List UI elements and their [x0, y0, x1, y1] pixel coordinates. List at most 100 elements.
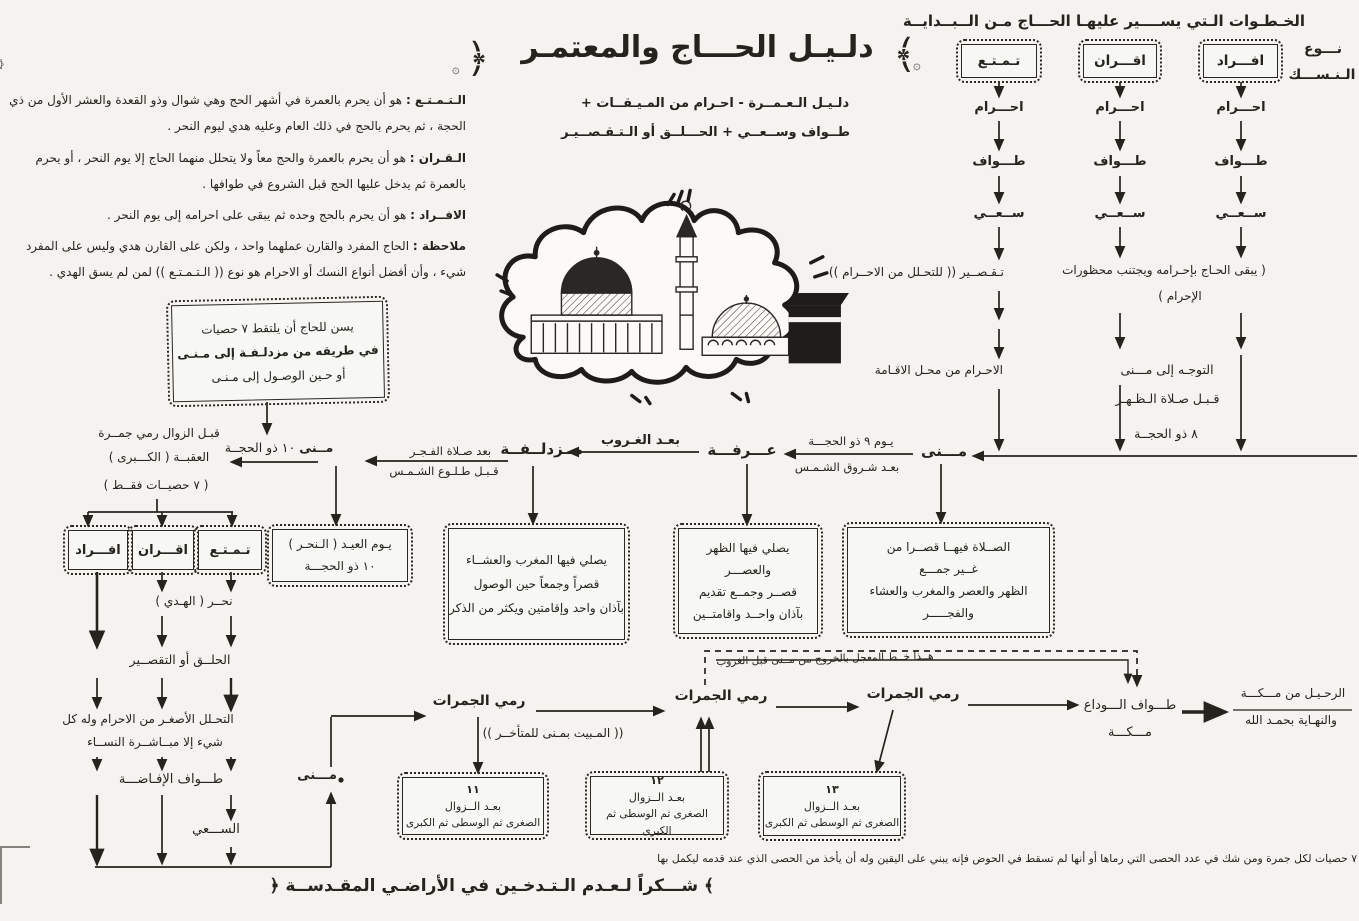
- step-qiran-ihram: احـــرام: [1095, 100, 1145, 115]
- step-tamattu-tawaf: طـــواف: [972, 154, 1026, 169]
- stay-in-ihram-line2: الإحرام ): [1158, 289, 1202, 303]
- muzdalifah-box-line2: قصراً وجمعاً حين الوصول: [473, 577, 600, 591]
- step-tamattu-ihram: احـــرام: [974, 100, 1024, 115]
- title-flower-left: ۞: [452, 62, 460, 77]
- date-8-dhulhijjah-label: ٨ ذو الحجــة: [1134, 426, 1198, 441]
- page-title: دلـيـل الحـــاج والمعتمـر: [521, 30, 874, 65]
- note-paragraph: ملاحظة : الحاج المفرد والقارن عملهما واح…: [4, 234, 466, 286]
- edge-ornament: ۞: [0, 46, 4, 74]
- wire-express-dashed: [704, 650, 1143, 688]
- title-ornament-right: ﴾: [893, 32, 917, 78]
- jamarat-day11-box: ١١ بعـد الــزوال الصغرى ثم الوسطى ثم الك…: [397, 772, 549, 840]
- jamarat-day12-box: ١٢ بعـد الــزوال الصغرى ثم الوسطى ثم الك…: [585, 771, 729, 840]
- umrah-guide-line2: طــواف وســعــي + الحـــلــق أو الـتـقـص…: [561, 125, 850, 140]
- mina-box-line1: الصــلاة فيهــا قصــرا من: [886, 539, 1011, 554]
- after-fajr-label: بعد صـلاة الفـجـر: [409, 444, 492, 458]
- scan-corner-artifact: [0, 846, 30, 904]
- wire-express-solid: [716, 659, 1133, 685]
- steps-panel-title: الخـطـوات الـتي يســــير عليهـا الحـــاج…: [902, 12, 1305, 30]
- definition-qiran-term: الـقـران :: [409, 151, 466, 165]
- type-box2-tamattu-label: تـمـتـع: [209, 542, 251, 558]
- prophets-mosque-dome: [701, 294, 790, 357]
- eid-day-box: يـوم العيـد ( الـنحـر ) ١٠ ذو الحجـــة: [267, 524, 413, 587]
- step-ifrad-tawaf: طـــواف: [1214, 154, 1268, 169]
- mina-box-line4: والفجـــــر: [923, 606, 974, 621]
- step-tamattu-say: ســعــي: [973, 206, 1025, 221]
- before-sunrise-label: قـبـل طـلـوع الشـمـس: [389, 464, 499, 478]
- mina-day10-name: مــنى: [299, 440, 334, 455]
- arafah-node: عـــرفـــة: [707, 441, 777, 459]
- type-box2-ifrad-label: افـــراد: [75, 542, 121, 558]
- arafah-box-line2: والعصـــر: [724, 562, 772, 577]
- muzdalifah-prayer-box: يصلي فيها المغرب والعشــاء قصراً وجمعاً …: [443, 523, 630, 645]
- definition-qiran-text: هو أن يحرم بالعمرة والحج معاً ولا يتحلل …: [35, 151, 466, 191]
- type-box-tamattu: تـمـتـع: [956, 39, 1042, 83]
- tamattu-cut-label: تـقـصــير (( للتحـلل من الاحــرام )): [828, 265, 1004, 279]
- note-text: الحاج المفرد والقارن عملهما واحد ، ولكن …: [25, 239, 466, 279]
- day13-num: ١٣: [825, 782, 839, 796]
- arafah-prayer-box: يصلي فيها الظهر والعصـــر قصــر وجمــع ت…: [673, 523, 823, 639]
- arafah-box-line3: قصــر وجمــع تقديم: [698, 585, 798, 599]
- step-ifrad-ihram: احـــرام: [1216, 100, 1266, 115]
- mina-prayer-box: الصــلاة فيهــا قصــرا من غــير جمـــع ا…: [842, 522, 1055, 638]
- day9-label: يـوم ٩ ذو الحجـــة: [808, 434, 894, 448]
- pebbles-line2: في طريقه من مزدلـفـة إلى مـنـى: [177, 342, 379, 361]
- aqaba-label-1: قبـل الزوال رمي جمــرة: [98, 426, 220, 440]
- type-box-qiran-label: اقـــران: [1094, 53, 1146, 69]
- type-box-qiran: اقـــران: [1078, 39, 1162, 83]
- after-sunrise-label: بعـد شـروق الشـمـس: [794, 460, 900, 474]
- arafah-box-line1: يصلي فيها الظهر: [706, 540, 790, 555]
- definition-ifrad-text: هو أن يحرم بالحج وحده ثم يبقى على احرامه…: [107, 208, 407, 222]
- day11-line1: بعـد الــزوال: [444, 799, 502, 813]
- say-label: الســـعي: [192, 822, 240, 837]
- definition-qiran: الـقـران : هو أن يحرم بالعمرة والحج معاً…: [4, 146, 466, 198]
- type-box2-tamattu: تـمـتـع: [193, 525, 267, 575]
- title-flower-right: ۞: [913, 58, 921, 73]
- nusuk-type-label-1: نـــوع: [1304, 41, 1342, 57]
- muzdalifah-box-line3: بآذان واحد وإقامتين ويكثر من الذكر: [449, 601, 624, 615]
- muzdalifah-node: مــزدلــفــة: [500, 440, 583, 458]
- definition-tamattu: الـتـمـتـع : هو أن يحرم بالعمرة في أشهر …: [4, 88, 466, 140]
- kaaba: [788, 292, 849, 364]
- eid-box-line1: يـوم العيـد ( الـنحـر ): [288, 536, 392, 551]
- dome-of-rock: [530, 246, 663, 355]
- umrah-guide-line1: دلـيـل الـعـمــرة - احـرام من المـيـقــا…: [580, 96, 850, 111]
- go-to-mina-label: التوجـه إلى مـــنى: [1120, 362, 1214, 377]
- title-ornament-left: ﴿: [466, 36, 490, 82]
- step-qiran-say: ســعــي: [1094, 206, 1146, 221]
- type-box2-qiran: اقـــران: [127, 525, 199, 575]
- departure-line1: الرحـيـل من مـــكـــة: [1240, 686, 1346, 700]
- definition-tamattu-term: الـتـمـتـع :: [405, 93, 466, 107]
- arafah-box-line4: بآذان واحــد واقامتــين: [692, 607, 804, 622]
- type-box-ifrad-label: افـــراد: [1216, 53, 1265, 69]
- wire-jamarat3-day13: [874, 709, 894, 774]
- note-term: ملاحظة :: [412, 239, 466, 253]
- overnight-mina-label: (( المـبيت بمـنى للمتأخــر )): [482, 726, 624, 740]
- eid-box-line2: ١٠ ذو الحجـــة: [304, 558, 376, 573]
- jamarat-day13-box: ١٣ بعـد الــزوال الصغرى ثم الوسطى ثم الك…: [758, 771, 906, 841]
- type-box2-ifrad: افـــراد: [63, 525, 133, 575]
- pebbles-line1: يسن للحاج أن يلتقط ٧ حصيات: [201, 318, 354, 337]
- mina-day10-date: ١٠ ذو الحجــة: [224, 440, 296, 455]
- day12-line2: الصغرى ثم الوسطى ثم الكبرى: [606, 808, 708, 837]
- definition-ifrad: الافــراد : هو أن يحرم بالحج وحده ثم يبق…: [4, 203, 466, 229]
- nusuk-type-label-2: الـنـســـك: [1288, 67, 1356, 83]
- day12-num: ١٢: [650, 774, 664, 788]
- day13-line1: بعـد الــزوال: [803, 799, 861, 813]
- departure-line2: والنهـاية بحمـد الله: [1245, 713, 1337, 727]
- mecca-label: مـــكـــة: [1108, 725, 1152, 740]
- jamarat-label-1: رمي الجمرات: [432, 693, 526, 709]
- mina-day10-node: مــنى ١٠ ذو الحجــة: [222, 440, 336, 456]
- muzdalifah-box-line1: يصلي فيها المغرب والعشــاء: [466, 553, 607, 567]
- jamarat-label-2: رمي الجمرات: [674, 688, 768, 704]
- type-box2-qiran-label: اقـــران: [138, 542, 188, 558]
- mina-box-line2: غــير جمـــع: [919, 561, 978, 576]
- type-box-tamattu-label: تـمـتـع: [977, 53, 1021, 69]
- step-ifrad-say: ســعــي: [1215, 206, 1267, 221]
- jamarat-label-3: رمي الجمرات: [866, 686, 960, 702]
- day11-line2: الصغرى ثم الوسطى ثم الكبرى: [405, 816, 541, 829]
- nahr-label: نحــر ( الهـدي ): [155, 594, 233, 608]
- tahallul-line2: شيء إلا مبــاشــرة النســاء: [87, 735, 223, 749]
- mina-return-node: مـــنى: [297, 768, 337, 783]
